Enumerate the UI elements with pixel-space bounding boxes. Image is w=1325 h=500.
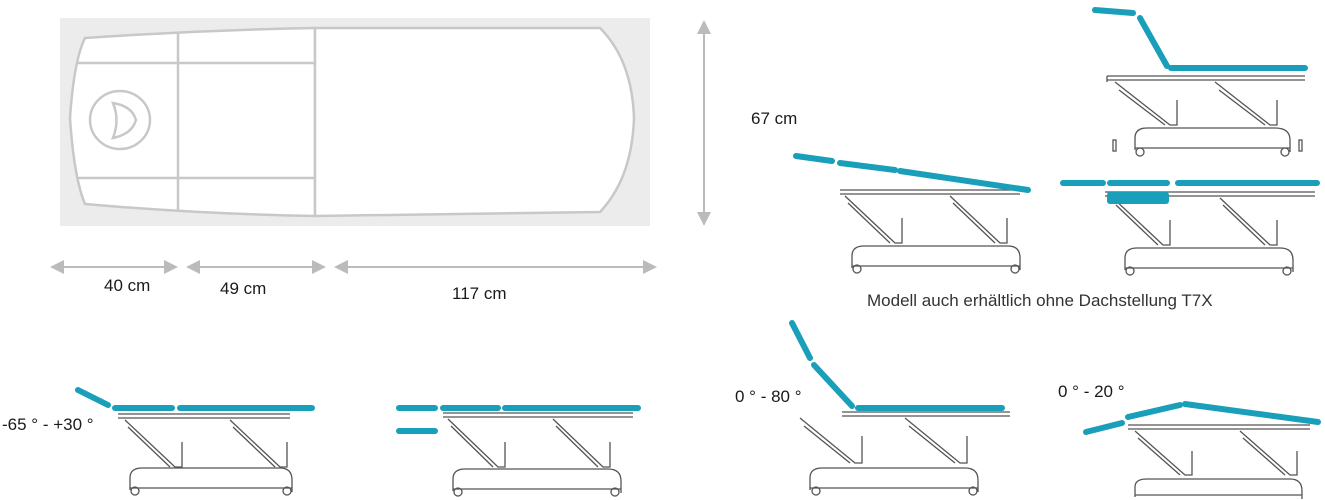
middle-section-label: 49 cm	[220, 279, 267, 298]
table-view-roof	[1083, 401, 1321, 499]
table-view-tilted	[793, 153, 1031, 274]
leg-section-label: 117 cm	[452, 284, 507, 303]
table-view-backrest	[789, 320, 1010, 496]
backrest-angle: 0 ° - 80 °	[735, 387, 802, 406]
head-tilt-angle: -65 ° - +30 °	[2, 415, 94, 434]
table-top-view	[60, 18, 650, 226]
face-hole-icon	[90, 91, 91, 92]
height-arrow	[697, 20, 711, 226]
section-arrows	[50, 260, 657, 274]
height-label: 67 cm	[751, 109, 798, 128]
table-view-armrest-lowered	[396, 405, 641, 497]
head-section-label: 40 cm	[104, 276, 151, 295]
table-view-flat-armrests	[1060, 180, 1320, 276]
table-view-head-tilt	[75, 387, 315, 496]
model-caption: Modell auch erhältlich ohne Dachstellung…	[867, 291, 1213, 310]
roof-angle: 0 ° - 20 °	[1058, 382, 1125, 401]
table-view-back-raised	[1092, 7, 1308, 157]
